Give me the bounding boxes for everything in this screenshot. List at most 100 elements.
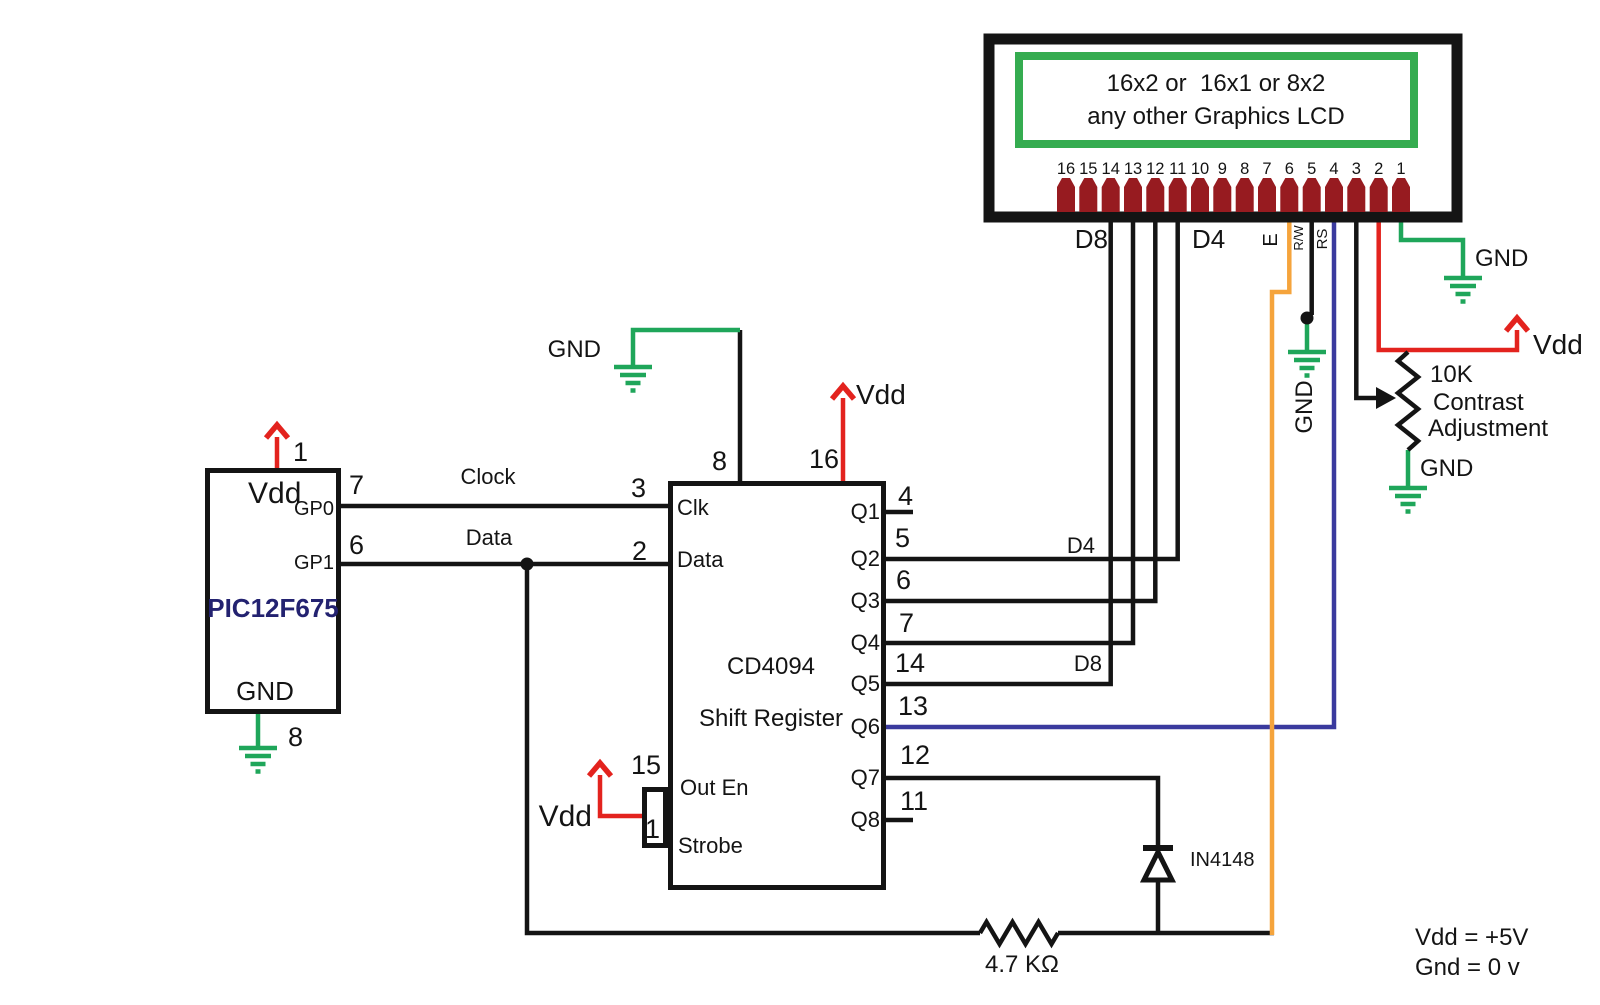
sr-q7: Q7: [851, 765, 880, 790]
junction-rw-gnd: [1300, 311, 1314, 325]
sr-pin1: 1: [645, 814, 660, 844]
vdd-arrow-pic: [266, 425, 288, 438]
vdd-arrow-lcd: [1506, 318, 1528, 331]
vdd-arrow-sr: [832, 386, 854, 399]
net-d4-lower: D4: [1067, 533, 1095, 558]
pic-gnd: GND: [236, 676, 294, 706]
sr-pin2: 2: [632, 536, 647, 566]
lcd-pin: [1280, 178, 1299, 212]
sr-pin12: 12: [900, 740, 930, 770]
pic-gp1: GP1: [294, 552, 334, 574]
sr-pin7: 7: [899, 608, 914, 638]
lcd-pin-number: 13: [1124, 160, 1142, 178]
sr-q4: Q4: [851, 630, 880, 655]
lcd-pin: [1101, 178, 1120, 212]
lcd-pin-number: 12: [1146, 160, 1164, 178]
sr-q3: Q3: [851, 588, 880, 613]
wire-q5-d8: [886, 220, 1113, 687]
lcd-pin-number: 16: [1057, 160, 1075, 178]
lcd-pin-number: 4: [1329, 160, 1338, 178]
lcd-pin: [1369, 178, 1388, 212]
lcd-pin-number: 6: [1285, 160, 1294, 178]
pic-vdd: Vdd: [248, 477, 301, 510]
label-vdd-strobe: Vdd: [539, 800, 592, 833]
sr-q2: Q2: [851, 546, 880, 571]
note-vdd: Vdd = +5V: [1415, 924, 1528, 951]
pot-label2: Adjustment: [1428, 415, 1548, 442]
pic-pin6: 6: [349, 530, 364, 560]
label-gnd-lcd: GND: [1475, 245, 1528, 272]
sr-out-en: Out En: [680, 775, 748, 800]
lcd-pin: [1146, 178, 1165, 212]
sr-pin6: 6: [896, 565, 911, 595]
sr-part-number: CD4094: [727, 653, 815, 680]
label-d8-top: D8: [1075, 224, 1108, 254]
lcd-pin: [1124, 178, 1142, 212]
label-e: E: [1260, 233, 1282, 246]
sr-q8: Q8: [851, 807, 880, 832]
label-gnd-pot: GND: [1420, 455, 1473, 482]
wire-lcd-pin3-to-wiper: [1354, 220, 1378, 401]
lcd-pin-number: 1: [1396, 160, 1405, 178]
sr-pin4: 4: [898, 481, 913, 511]
sr-subtitle: Shift Register: [699, 705, 843, 732]
resistor-4k7-zigzag: [978, 917, 1060, 949]
pot-wiper-arrow: [1376, 387, 1396, 409]
lcd-pin: [1213, 178, 1232, 212]
pic-box: [205, 468, 341, 714]
sr-q1: Q1: [851, 499, 880, 524]
label-vdd-sr: Vdd: [856, 379, 906, 410]
lcd-pin: [1302, 178, 1321, 212]
label-rs: RS: [1314, 229, 1331, 250]
wire-e-orange: [1269, 220, 1292, 935]
net-data: Data: [466, 525, 513, 550]
shift-register-box: [668, 481, 886, 890]
net-clock: Clock: [460, 464, 516, 489]
lcd-pin: [1235, 178, 1254, 212]
sr-pin16: 16: [809, 444, 839, 474]
label-gnd-rw: GND: [1291, 380, 1318, 433]
sr-clk: Clk: [677, 495, 710, 520]
sr-data: Data: [677, 547, 724, 572]
lcd-pin-number: 8: [1240, 160, 1249, 178]
lcd-pin-number: 7: [1262, 160, 1271, 178]
lcd-pin-number: 9: [1218, 160, 1227, 178]
label-gnd-sr: GND: [548, 336, 601, 363]
lcd-pin: [1258, 178, 1276, 212]
lcd-pin-number: 2: [1374, 160, 1383, 178]
lcd-pin-number: 14: [1102, 160, 1120, 178]
lcd-pin-number: 5: [1307, 160, 1316, 178]
sr-q6: Q6: [851, 714, 880, 739]
vdd-arrow-strobe: [589, 763, 611, 776]
sr-pin3: 3: [631, 473, 646, 503]
pic-pin7: 7: [349, 470, 364, 500]
wire-lcd-pin2-vdd: [1376, 220, 1520, 353]
lcd-pin: [1392, 178, 1410, 212]
diode-triangle: [1139, 846, 1177, 883]
diode-part: IN4148: [1190, 849, 1255, 871]
sr-strobe: Strobe: [678, 833, 743, 858]
lcd-pin: [1347, 178, 1366, 212]
label-vdd-lcd: Vdd: [1533, 329, 1583, 360]
sr-pin14: 14: [895, 648, 925, 678]
label-rw: R/W: [1291, 225, 1306, 251]
net-d8-lower: D8: [1074, 651, 1102, 676]
wire-q4: [886, 220, 1136, 646]
pic-pin8: 8: [288, 722, 303, 752]
label-d4-top: D4: [1192, 224, 1225, 254]
sr-pin15: 15: [631, 750, 661, 780]
wire-q7-to-diode: [886, 775, 1161, 846]
lcd-pin-number: 11: [1169, 160, 1186, 178]
gnd-symbol-pic: [239, 748, 277, 772]
pot-label1: Contrast: [1433, 389, 1524, 416]
note-gnd: Gnd = 0 v: [1415, 954, 1520, 981]
wire-q3: [886, 220, 1158, 604]
pic-gp0: GP0: [294, 498, 334, 520]
sr-pin11: 11: [900, 786, 928, 816]
gnd-symbol-pot: [1389, 488, 1427, 512]
lcd-screen-border: [1015, 52, 1418, 148]
lcd-pin: [1057, 178, 1075, 212]
sr-q5: Q5: [851, 671, 880, 696]
